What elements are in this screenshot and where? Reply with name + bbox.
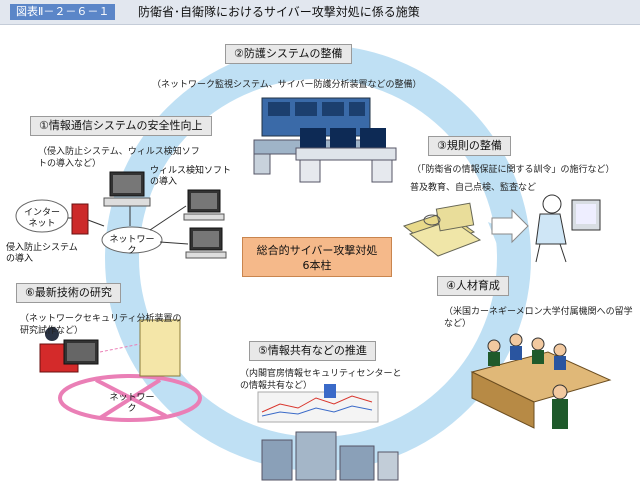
center-core-box: 総合的サイバー攻撃対処 6本柱	[242, 237, 392, 277]
measure-human-resources: ④人材育成	[437, 276, 509, 296]
firewall-icon	[71, 203, 89, 235]
pc-icon	[185, 227, 227, 259]
research-icon	[39, 319, 202, 422]
center-subtitle: 6本柱	[302, 259, 332, 272]
server-room-icon	[253, 97, 397, 183]
internet-cloud	[15, 199, 69, 233]
measure-defense-system-detail: （ネットワーク監視システム、サイバー防護分析装置などの整備）	[152, 80, 422, 90]
training-room-icon	[470, 333, 612, 429]
internet-label: インター ネット	[23, 208, 60, 229]
measure-human-resources-detail: （米国カーネギーメロン大学付属機関への留学など）	[444, 307, 633, 329]
network-label: ネットワーク	[109, 235, 155, 256]
pc-icon	[183, 189, 225, 221]
measure-regulations: ③規則の整備	[428, 136, 511, 156]
measure-regulations-detail: （「防衛省の情報保証に関する訓令」の施行など）	[412, 165, 615, 175]
flow-arrow-icon	[491, 208, 529, 244]
pc-icon	[103, 171, 151, 207]
measure-system-security: ①情報通信システムの安全性向上	[30, 116, 212, 136]
ips-label: 侵入防止システム の導入	[6, 243, 78, 264]
measure-regulations-detail2: 普及教育、自己点検、監査など	[410, 183, 537, 193]
measure-technology-research-detail: （ネットワークセキュリティ分析装置の研究試作など）	[20, 314, 182, 336]
center-title: 総合的サイバー攻撃対処	[256, 244, 378, 257]
network-label-research: ネットワーク	[109, 393, 155, 414]
network-diagram	[15, 171, 227, 259]
figure-title: 防衛省･自衛隊におけるサイバー攻撃対処に係る施策	[138, 5, 420, 19]
measure-defense-system: ②防護システムの整備	[225, 44, 352, 64]
measure-technology-research: ⑥最新技術の研究	[16, 283, 121, 303]
measure-info-sharing-detail: （内閣官房情報セキュリティセンターとの情報共有など）	[240, 369, 402, 391]
network-cloud	[101, 226, 163, 254]
documents-icon	[402, 202, 482, 257]
person-at-computer-icon	[535, 194, 601, 263]
measure-system-security-detail: （侵入防止システム、ウィルス検知ソフトの導入など）	[38, 147, 200, 169]
antivirus-label: ウィルス検知ソフト の導入	[150, 166, 232, 187]
info-sharing-icon	[257, 384, 399, 481]
figure-number: 図表Ⅱ－２－６－１	[10, 4, 116, 20]
measure-info-sharing: ⑤情報共有などの推進	[249, 341, 376, 361]
